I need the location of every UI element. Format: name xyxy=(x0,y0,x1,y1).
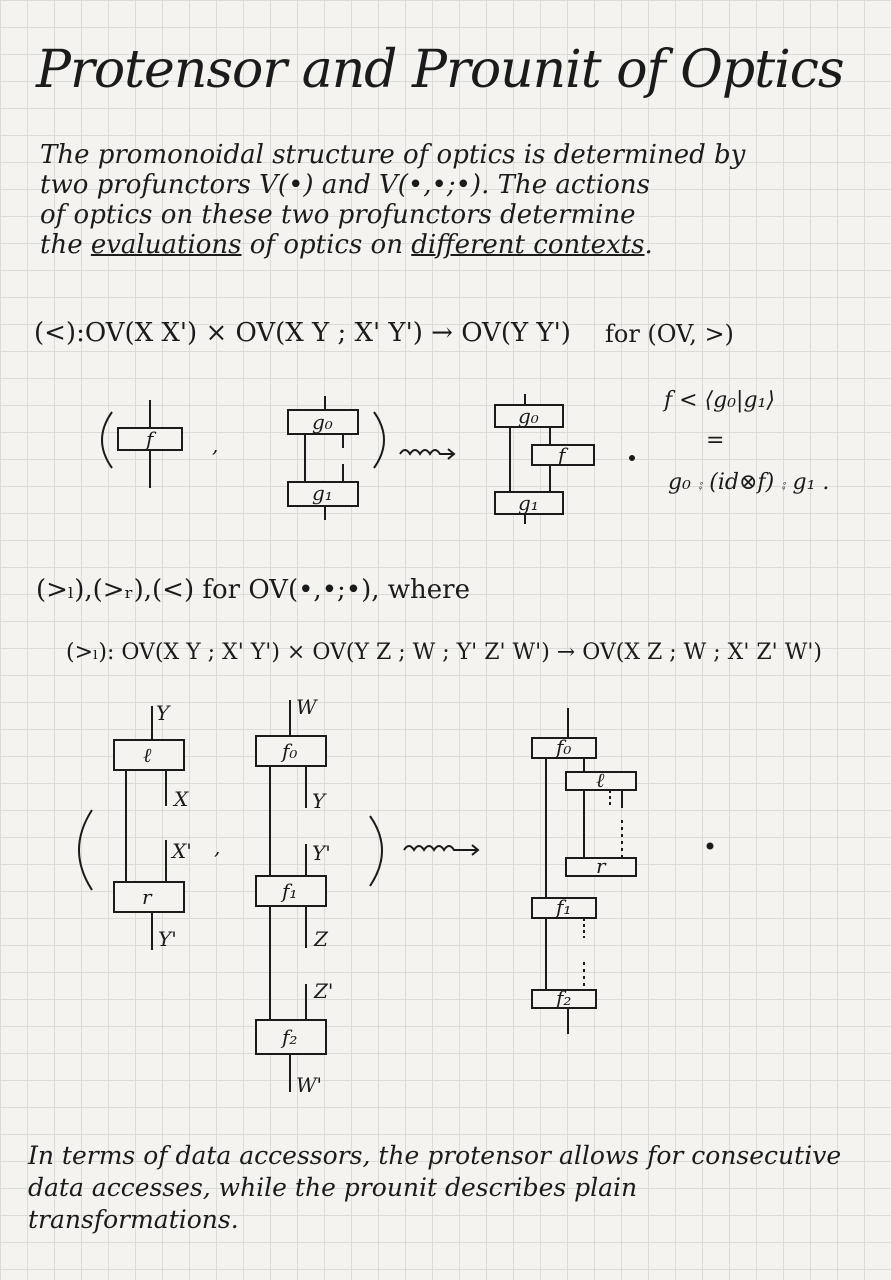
wire-Yprime-label: Y' xyxy=(158,927,177,951)
wire-Yprime2-label: Y' xyxy=(312,841,331,865)
intro-line-4: the evaluations of optics on different c… xyxy=(40,230,653,260)
footer-paragraph: In terms of data accessors, the protenso… xyxy=(28,1140,868,1236)
right-paren-2 xyxy=(369,815,383,887)
protensor-lr-diagram: Y ℓ X X' r Y' xyxy=(113,701,192,951)
wire-Z-label: Z xyxy=(313,927,329,951)
box-f2-label: f₂ xyxy=(280,1025,297,1049)
prounit-for-text: for (OV, >) xyxy=(605,320,734,348)
wire-Zprime-label: Z' xyxy=(313,979,333,1003)
result-f2-label: f₂ xyxy=(554,986,571,1010)
comma-1: , xyxy=(212,433,218,457)
left-paren-2 xyxy=(78,809,93,891)
box-r-label: r xyxy=(142,885,153,909)
prounit-f-diagram: f xyxy=(117,400,183,488)
prounit-signature: (<):OV(X X') × OV(X Y ; X' Y') → OV(Y Y'… xyxy=(34,318,571,348)
prounit-g-diagram: g₀ g₁ xyxy=(287,396,359,520)
wire-Y-label: Y xyxy=(156,701,171,725)
box-f0-label: f₀ xyxy=(280,739,297,763)
page-title: Protensor and Prounit of Optics xyxy=(36,40,845,100)
result-f0-label: f₀ xyxy=(554,735,571,759)
protensor-result-diagram: f₀ ℓ r f₁ f₂ xyxy=(531,708,637,1034)
right-paren xyxy=(373,411,385,469)
box-l-label: ℓ xyxy=(143,743,152,767)
footer-line-2: data accesses, while the prounit describ… xyxy=(28,1173,638,1202)
prounit-result-diagram: g₀ f g₁ xyxy=(494,394,595,524)
box-g0-label: g₀ xyxy=(312,410,333,434)
prounit-rhs-line2: g₀ ⨾ (id⊗f) ⨾ g₁ . xyxy=(668,470,830,495)
comma-2: , xyxy=(214,835,220,859)
result-g1-label: g₁ xyxy=(518,491,539,515)
intro-line-1: The promonoidal structure of optics is d… xyxy=(40,140,746,170)
prounit-rhs-eq: = xyxy=(706,428,725,453)
footer-line-1: In terms of data accessors, the protenso… xyxy=(28,1141,842,1170)
wire-Y2-label: Y xyxy=(312,789,327,813)
result-g0-label: g₀ xyxy=(518,404,539,428)
protensor-f-diagram: W f₀ Y Y' f₁ Z Z' f₂ W' xyxy=(255,695,333,1097)
left-paren xyxy=(101,411,113,469)
squiggle-arrow-2 xyxy=(403,844,480,856)
intro-line-2: two profunctors V(•) and V(•,•;•). The a… xyxy=(40,170,650,200)
evaluations-underlined: evaluations xyxy=(90,230,242,260)
wire-Xprime-label: X' xyxy=(170,839,192,863)
intro-line-3: of optics on these two profunctors deter… xyxy=(40,200,636,230)
squiggle-arrow-1 xyxy=(399,448,456,460)
wire-Wprime-label: W' xyxy=(296,1073,322,1097)
result-f1-label: f₁ xyxy=(554,895,571,919)
result-r-label: r xyxy=(596,854,607,878)
wire-X-label: X xyxy=(172,787,189,811)
period-dot-1 xyxy=(629,455,635,461)
different-contexts-underlined: different contexts xyxy=(411,230,645,260)
box-f1-label: f₁ xyxy=(280,879,297,903)
wire-W-label: W xyxy=(296,695,318,719)
period-dot-2 xyxy=(706,842,714,850)
prounit-rhs-line1: f < ⟨g₀|g₁⟩ xyxy=(664,388,775,413)
footer-line-3: transformations. xyxy=(28,1205,239,1234)
protensor-heading: (>ₗ),(>ᵣ),(<) for OV(•,•;•), where xyxy=(36,575,471,605)
protensor-signature: (>ₗ): OV(X Y ; X' Y') × OV(Y Z ; W ; Y' … xyxy=(66,640,822,665)
result-l-label: ℓ xyxy=(596,768,605,792)
box-g1-label: g₁ xyxy=(312,481,333,505)
intro-paragraph: The promonoidal structure of optics is d… xyxy=(40,140,870,260)
